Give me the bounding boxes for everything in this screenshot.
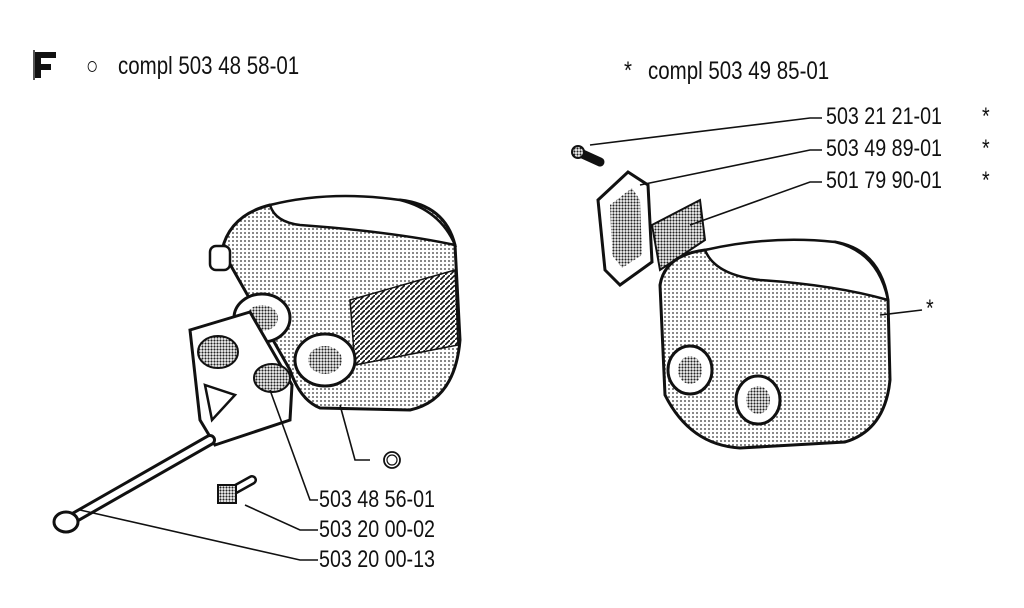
left-muffler-body	[208, 194, 462, 412]
left-long-bolt	[52, 434, 216, 534]
label-503-20-00-02: 503 20 00-02	[319, 516, 436, 543]
right-screw	[571, 145, 605, 167]
marker-503-49-89-01: *	[982, 135, 990, 162]
label-503-48-56-01: 503 48 56-01	[319, 486, 436, 513]
label-503-49-89-01: 503 49 89-01	[826, 135, 943, 162]
marker-503-21-21-01: *	[982, 103, 990, 130]
label-503-20-00-13: 503 20 00-13	[319, 546, 436, 573]
left-set-title: compl 503 48 58-01	[118, 52, 300, 80]
left-gasket	[188, 310, 294, 447]
label-503-21-21-01: 503 21 21-01	[826, 103, 943, 130]
right-set-symbol: *	[624, 57, 632, 85]
left-set-symbol: ○	[86, 52, 99, 80]
right-muffler-marker: *	[926, 295, 934, 322]
right-screen	[650, 198, 707, 272]
label-501-79-90-01: 501 79 90-01	[826, 167, 943, 194]
left-small-screw	[217, 475, 257, 504]
marker-501-79-90-01: *	[982, 167, 990, 194]
right-set-title: compl 503 49 85-01	[648, 57, 830, 85]
f-letter-icon	[33, 50, 56, 80]
right-plate	[596, 170, 654, 287]
right-muffler-body	[658, 238, 892, 450]
